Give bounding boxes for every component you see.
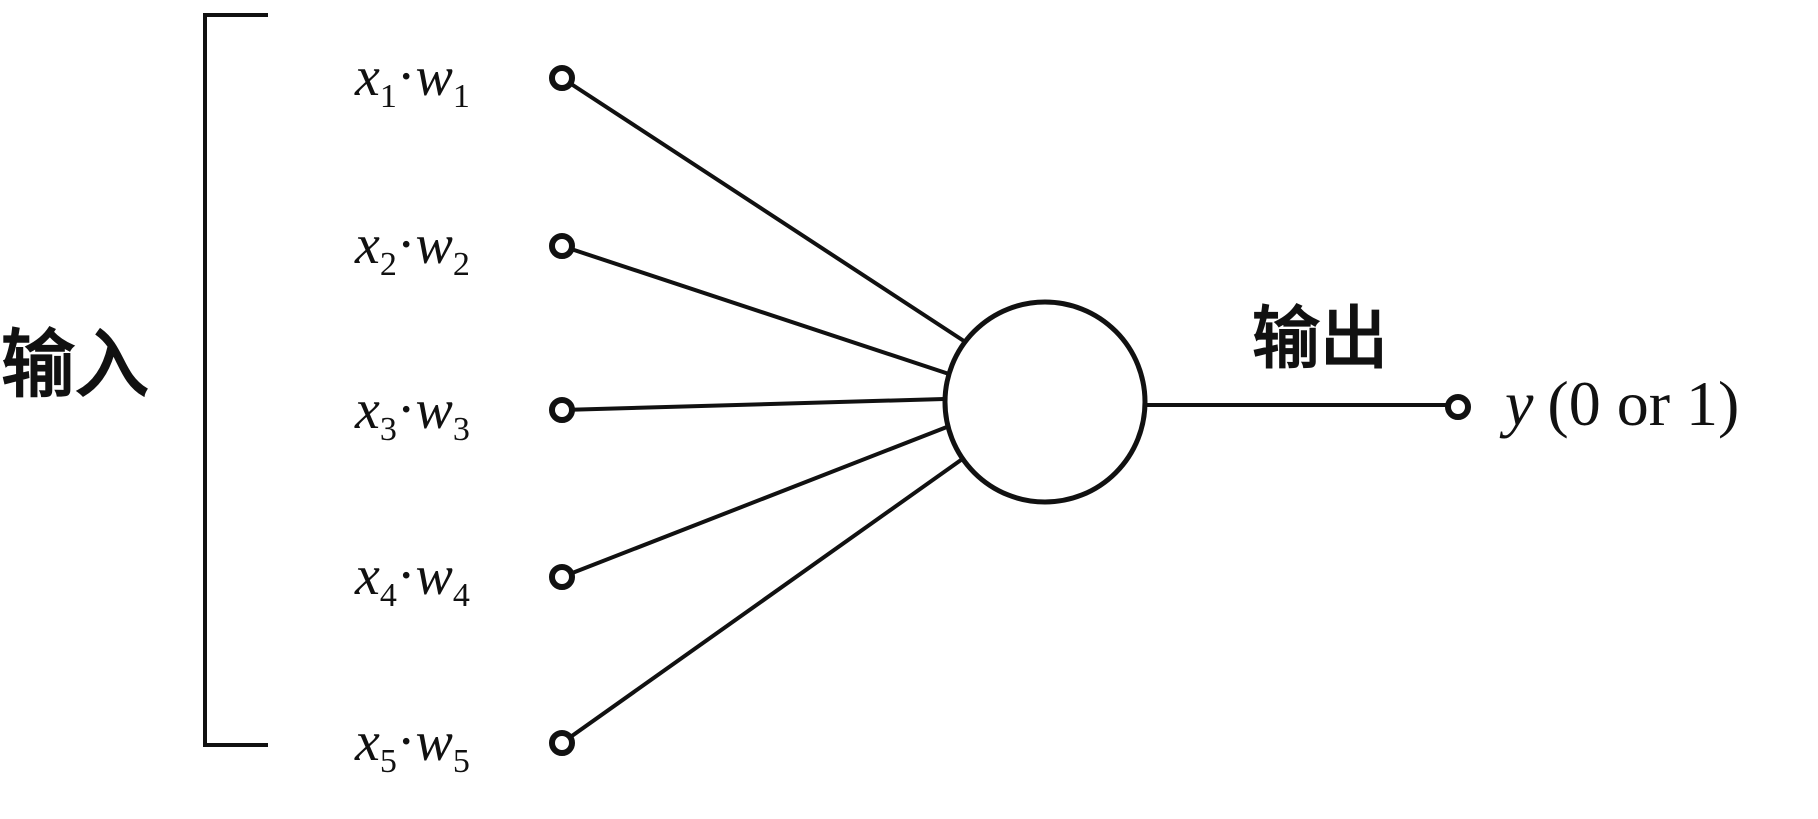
input-node-5 [549, 730, 575, 756]
neuron-node [942, 299, 1148, 505]
connections [560, 76, 972, 745]
input-term-3: x3·w3 [354, 379, 470, 448]
connection-line-2 [561, 244, 953, 377]
connection-line-3 [561, 397, 945, 412]
input-nodes [549, 65, 575, 756]
input-bracket [203, 13, 268, 747]
connection-line-4 [561, 423, 953, 579]
output-value: y(0 or 1) [1499, 368, 1739, 439]
input-term-4: x4·w4 [354, 545, 470, 614]
output-node [1445, 394, 1471, 420]
input-node-1 [549, 65, 575, 91]
input-term-5: x5·w5 [354, 711, 470, 780]
input-node-3 [549, 397, 575, 423]
input-node-4 [549, 564, 575, 590]
input-terms: x1·w1 x2·w2 x3·w3 x4·w4 x5·w5 [354, 46, 470, 780]
input-term-1: x1·w1 [354, 46, 470, 115]
input-node-2 [549, 233, 575, 259]
connection-line-1 [560, 76, 972, 347]
output-label: 输出 [1252, 300, 1388, 379]
input-label: 输入 [1, 322, 149, 408]
connection-line-5 [560, 453, 970, 745]
input-term-2: x2·w2 [354, 214, 470, 283]
